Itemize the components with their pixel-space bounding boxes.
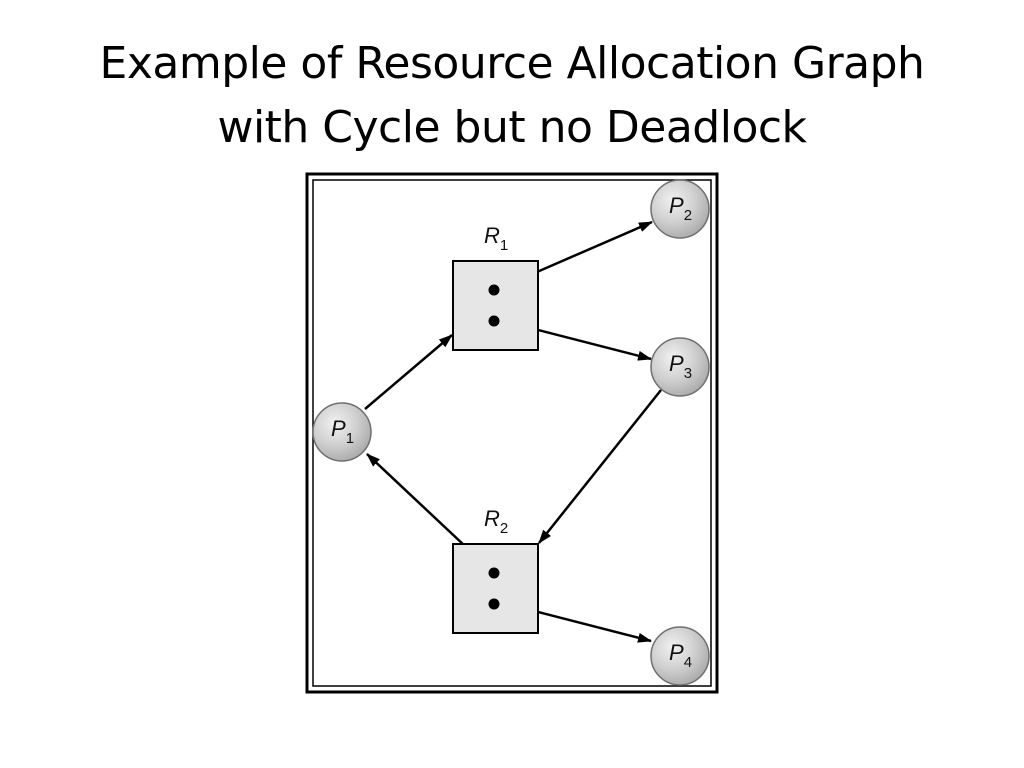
process-p1: P1 [312,402,372,462]
process-p3: P3 [650,337,710,397]
process-label: P2 [669,193,692,224]
resource-r2: R2 [452,506,539,634]
process-p4: P4 [650,626,710,686]
resource-instance-dot [488,598,500,610]
process-circle [312,402,372,462]
process-circle [650,179,710,239]
resource-box [452,543,539,634]
process-circle [650,337,710,397]
resource-box [452,260,539,351]
process-circle [650,626,710,686]
process-label: P1 [331,416,354,447]
resource-instance-dot [488,284,500,296]
title-line-2: with Cycle but no Deadlock [217,102,807,153]
resource-instance-dot [488,567,500,579]
process-label: P4 [669,640,692,671]
edge-p3-to-r2-request [538,389,662,544]
resource-r1: R1 [452,223,539,351]
resource-label: R2 [484,506,508,537]
resource-instance-dot [488,315,500,327]
slide-title: Example of Resource Allocation Graph wit… [0,32,1024,160]
title-line-1: Example of Resource Allocation Graph [99,38,925,89]
resource-label: R1 [484,223,508,254]
edge-p1-to-r1-request [364,334,453,410]
process-p2: P2 [650,179,710,239]
process-label: P3 [669,351,692,382]
